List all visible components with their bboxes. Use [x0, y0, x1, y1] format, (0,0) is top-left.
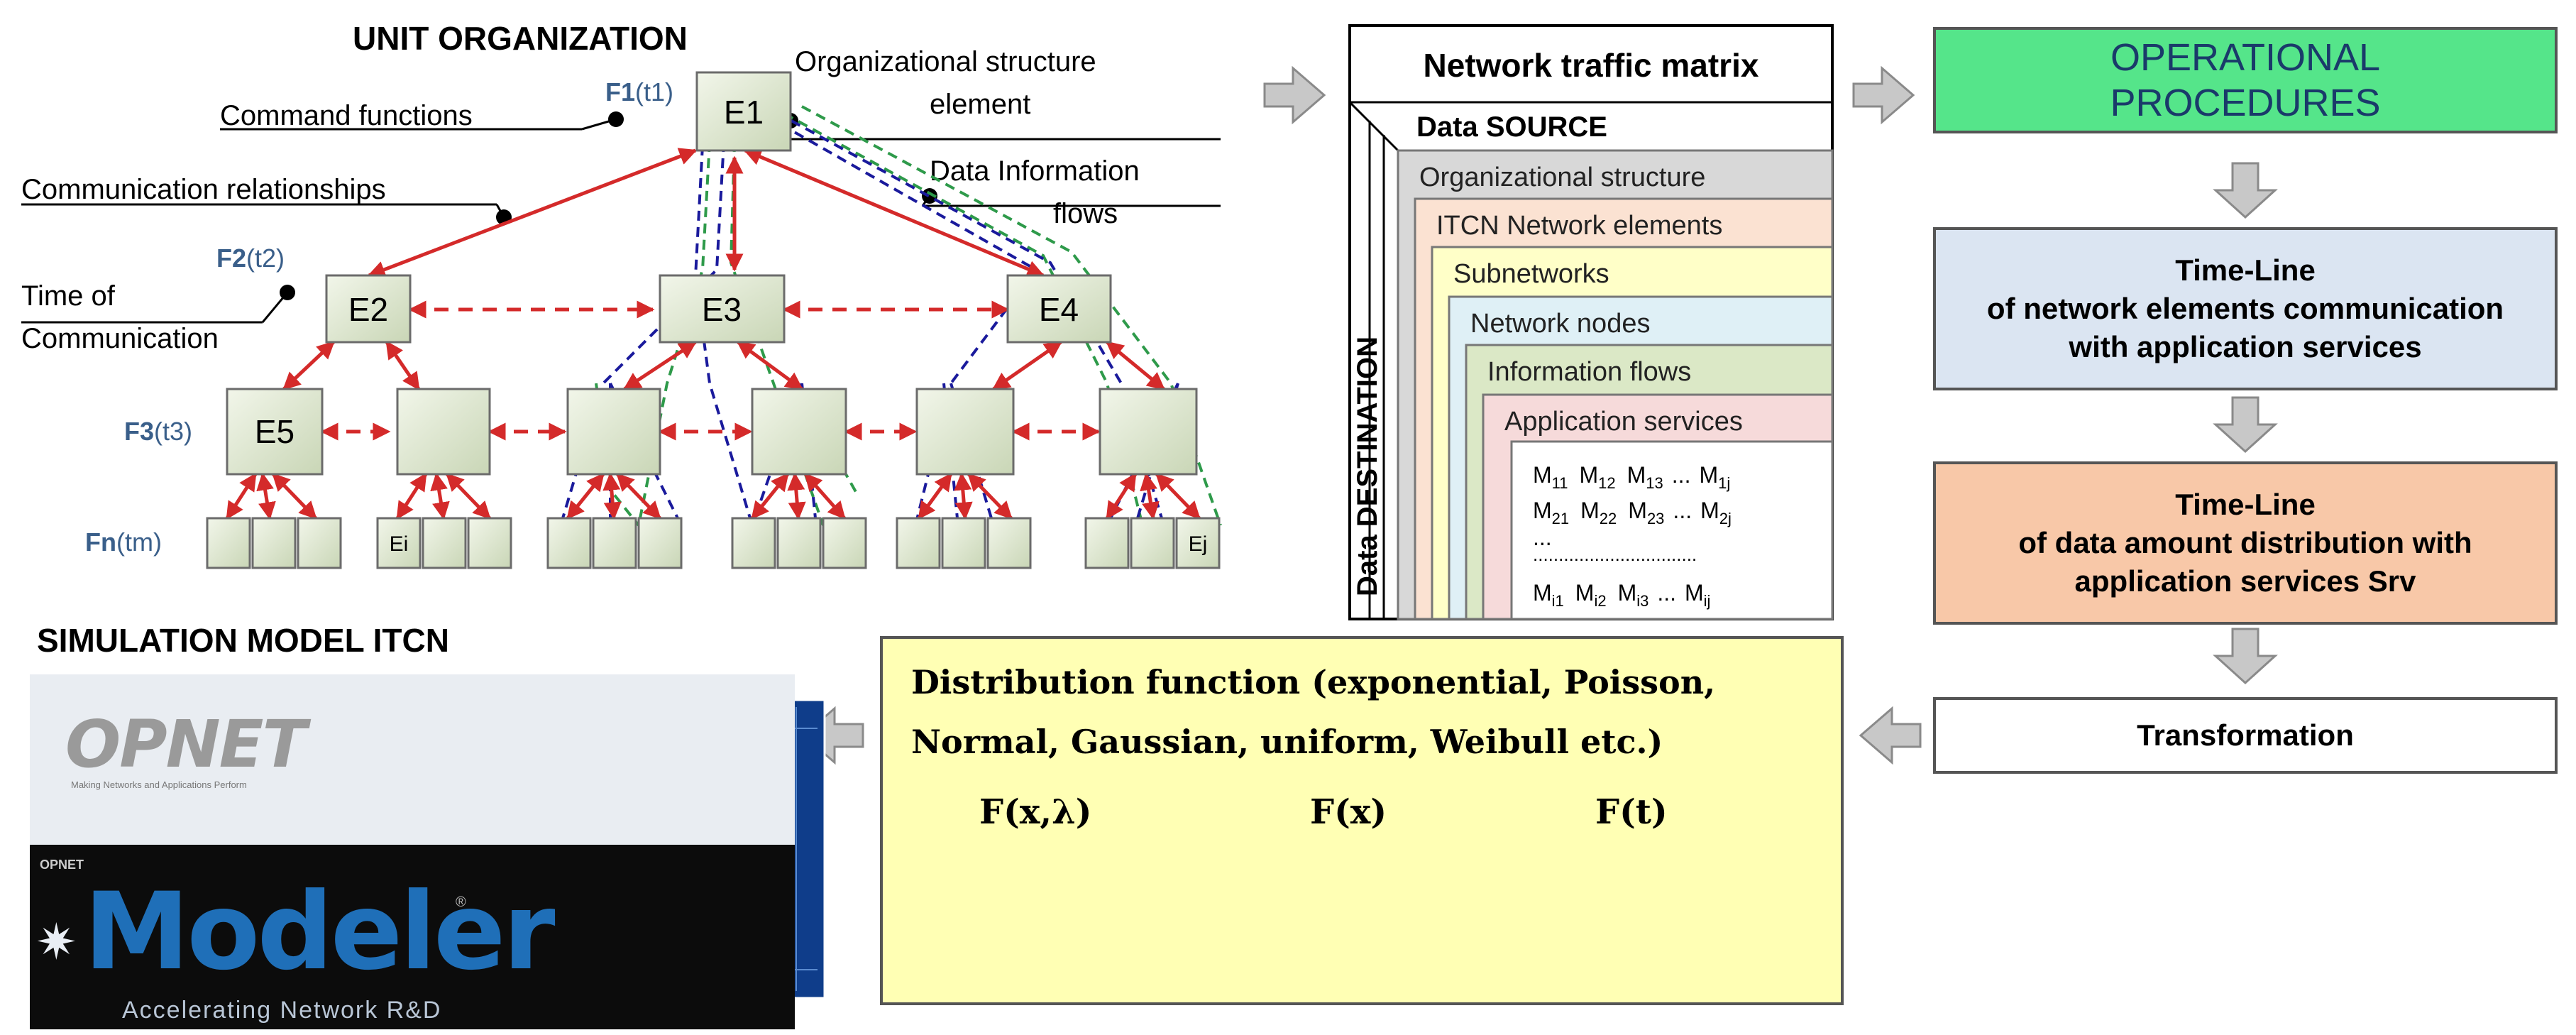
operational-procedures-box: OPERATIONAL PROCEDURES: [1933, 27, 2558, 133]
arrow-tl2-down: [2213, 628, 2278, 685]
layer-label-itcn: ITCN Network elements: [1436, 211, 1722, 241]
node-e4-label: E4: [1039, 291, 1079, 328]
layer-label-org: Organizational structure: [1419, 163, 1705, 192]
matrix-row-1: M11​M12​M13​...M1j​: [1533, 462, 1730, 492]
opnet-small-logo: OPNET: [40, 858, 84, 872]
node-e1-label: E1: [724, 94, 764, 131]
arrow-trans-to-dist: [1859, 706, 1922, 765]
tl1-line-2: of network elements communication: [1986, 292, 2504, 325]
node-f3-2: [396, 388, 491, 476]
node-f3-4: [751, 388, 847, 476]
arrow-matrix-to-ops: [1852, 65, 1915, 125]
label-communication-relationships: Communication relationships: [21, 174, 386, 205]
distribution-line-2: Normal, Gaussian, uniform, Weibull etc.): [911, 723, 1663, 761]
flow-arrows: [801, 65, 2278, 765]
matrix-row-i: Mi1​Mi2​Mi3​...Mij​: [1533, 580, 1710, 610]
peer-links: [320, 300, 1101, 441]
tl2-line-3: application services Srv: [2074, 564, 2416, 598]
function-label-uniform: F(t): [1595, 792, 1668, 832]
distribution-function-box: Distribution function (exponential, Pois…: [880, 636, 1844, 1005]
matrix-destination-label: Data DESTINATION: [1352, 336, 1383, 596]
arrow-tl1-down: [2213, 396, 2278, 454]
tl2-line-2: of data amount distribution with: [2018, 526, 2472, 559]
label-org-structure-1: Organizational structure: [795, 46, 1096, 77]
communication-arrows: [225, 148, 1201, 520]
traffic-matrix: [1348, 24, 1834, 620]
ops-line-2: PROCEDURES: [2110, 82, 2381, 124]
node-e3-label: E3: [702, 291, 742, 328]
node-ej-label: Ej: [1189, 532, 1208, 556]
matrix-title: Network traffic matrix: [1424, 47, 1759, 84]
node-e4: [1006, 274, 1112, 344]
tl1-line-1: Time-Line: [2175, 253, 2316, 287]
matrix-values: M11​M12​M13​...M1j​ M21​M22​M23​...M2j​ …: [1533, 462, 1732, 610]
leaf-nodes: [206, 517, 1221, 569]
label-org-structure-2: element: [930, 89, 1030, 120]
opnet-logo: OPNET: [65, 706, 307, 782]
layer-label-flows: Information flows: [1487, 357, 1691, 387]
level-label-f2: F2(t2): [216, 243, 285, 273]
matrix-dots: ................................: [1533, 544, 1697, 565]
label-command-functions: Command functions: [220, 100, 473, 131]
transformation-box: Transformation: [1933, 697, 2558, 774]
distribution-line-1: Distribution function (exponential, Pois…: [911, 663, 1716, 701]
tl2-line-1: Time-Line: [2175, 488, 2316, 521]
function-label-exponential: F(x,λ): [979, 792, 1092, 832]
timeline-communication-box: Time-Line of network elements communicat…: [1933, 227, 2558, 390]
opnet-tagline: Making Networks and Applications Perform: [71, 779, 247, 790]
node-e2: [325, 274, 412, 344]
org-nodes: [226, 71, 1198, 476]
node-ei-label: Ei: [390, 532, 409, 556]
level-label-fn: Fn(tm): [85, 527, 162, 557]
modeler-wordmark: Modeler: [84, 870, 556, 994]
level-label-f1: F1(t1): [605, 77, 673, 106]
star-icon: ✷: [35, 914, 77, 970]
opnet-banner: OPNET Making Networks and Applications P…: [30, 674, 795, 1029]
function-label-normal: F(x): [1310, 792, 1387, 832]
label-communication: Communication: [21, 323, 219, 354]
node-e3: [659, 274, 786, 344]
level-label-f3: F3(t3): [124, 417, 192, 446]
node-f3-3: [566, 388, 661, 476]
timeline-data-box: Time-Line of data amount distribution wi…: [1933, 461, 2558, 625]
matrix-layers: [1397, 149, 1834, 620]
accelerating-tagline: Accelerating Network R&D: [122, 997, 442, 1024]
unit-organization-title: UNIT ORGANIZATION: [353, 20, 688, 57]
node-e5: [226, 388, 324, 476]
transformation-label: Transformation: [2137, 718, 2354, 752]
matrix-row-2: M21​M22​M23​...M2j​: [1533, 498, 1732, 527]
registered-mark: ®: [456, 894, 466, 910]
ops-line-1: OPERATIONAL: [2110, 36, 2381, 79]
node-f3-6: [1099, 388, 1198, 476]
node-e2-label: E2: [348, 291, 388, 328]
matrix-row-ellipsis: ...: [1533, 525, 1552, 550]
node-f3-5: [915, 388, 1015, 476]
label-data-info-2: flows: [1053, 198, 1118, 229]
matrix-cells: [1510, 440, 1834, 620]
layer-label-services: Application services: [1504, 407, 1743, 437]
layer-label-nodes: Network nodes: [1470, 309, 1650, 339]
node-e5-label: E5: [255, 413, 295, 450]
tl1-line-3: with application services: [2069, 330, 2422, 363]
label-time-of: Time of: [21, 280, 116, 312]
layer-label-subnetworks: Subnetworks: [1453, 259, 1609, 289]
modeler-band: OPNET ✷ Modeler ® Accelerating Network R…: [30, 845, 795, 1029]
matrix-source-label: Data SOURCE: [1416, 111, 1607, 143]
label-data-info-1: Data Information: [930, 155, 1140, 187]
simulation-title: SIMULATION MODEL ITCN: [37, 622, 449, 659]
node-e1: [695, 71, 792, 152]
arrow-ops-down: [2213, 162, 2278, 219]
arrow-org-to-matrix: [1263, 65, 1326, 125]
